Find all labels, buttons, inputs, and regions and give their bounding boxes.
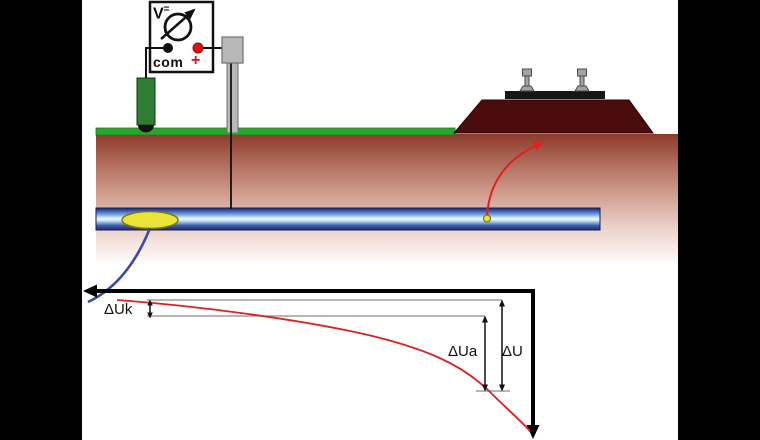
delta-u-label: ΔU xyxy=(502,343,523,360)
delta-uk-arrow xyxy=(147,299,153,319)
stray-current-arrow xyxy=(486,141,544,216)
delta-u-arrow xyxy=(499,299,505,392)
plus-terminal-label: + xyxy=(191,52,201,69)
coating-defect-large xyxy=(121,210,179,230)
railway-embankment xyxy=(452,99,654,134)
diagram-canvas: V= com + ΔUk ΔUa ΔU xyxy=(82,0,678,440)
com-terminal xyxy=(163,43,173,53)
soil-cross-section xyxy=(96,134,678,265)
coating-defect-small xyxy=(482,214,492,223)
delta-ua-label: ΔUa xyxy=(448,343,478,360)
rail-left-icon xyxy=(519,68,535,92)
railway-sleeper xyxy=(505,91,605,99)
test-post-head xyxy=(221,36,244,64)
measuring-point-link-curve xyxy=(87,227,152,304)
wire-com-to-electrode xyxy=(145,47,168,79)
pipeline xyxy=(95,207,601,231)
reference-electrode xyxy=(136,77,156,126)
test-post-shaft xyxy=(226,59,239,134)
graph-y-axis-arrow-icon xyxy=(526,425,540,439)
rail-right-icon xyxy=(574,68,590,92)
plus-terminal xyxy=(192,42,204,54)
stray-current-diagram xyxy=(83,0,678,439)
delta-uk-label: ΔUk xyxy=(104,301,133,318)
graph-x-axis-arrow-icon xyxy=(83,284,97,298)
voltmeter-needle-icon xyxy=(160,8,196,40)
delta-ua-arrow xyxy=(482,315,488,392)
voltmeter-label: V= xyxy=(153,4,170,23)
com-terminal-label: com xyxy=(153,54,184,70)
potential-curve xyxy=(116,299,531,432)
voltmeter-dial-icon xyxy=(163,12,193,42)
